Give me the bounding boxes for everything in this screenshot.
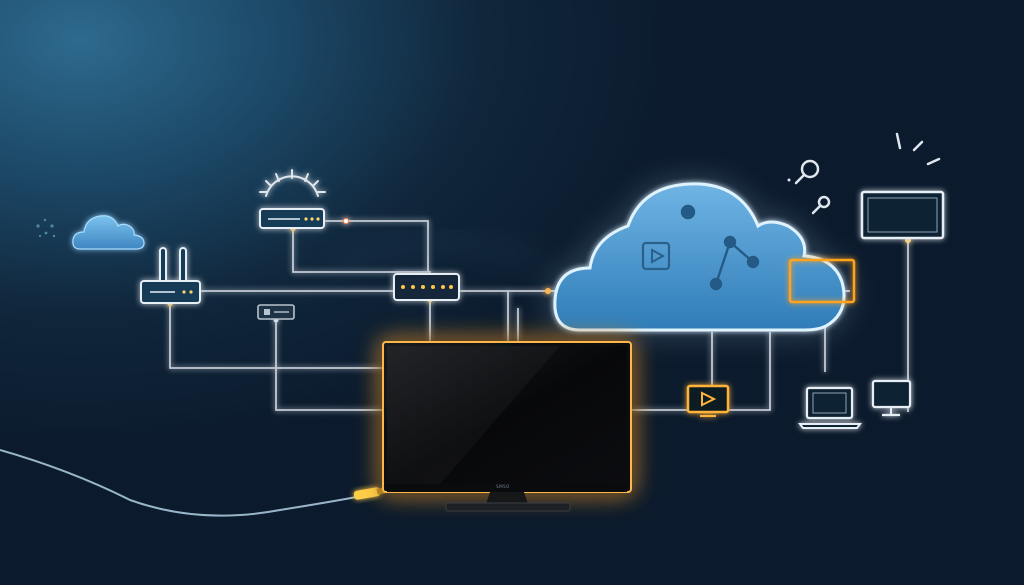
connection-dot	[344, 219, 348, 223]
connection-dot	[545, 288, 551, 294]
line-smallbox-down	[275, 320, 383, 411]
play-icon	[686, 384, 730, 417]
small-cloud-icon	[72, 215, 145, 250]
cloud-icon	[549, 178, 856, 335]
highlight-frame	[788, 258, 856, 304]
line-router-down	[169, 303, 383, 369]
television-icon	[382, 341, 632, 512]
network-switch-icon	[393, 273, 460, 301]
sparkle-dots-icon	[36, 218, 56, 238]
desktop-computer-icon	[871, 379, 912, 417]
line-modem-to-switch	[292, 228, 431, 274]
cable-icon	[0, 449, 386, 517]
tv-brand-label: SMSO	[496, 484, 510, 489]
signal-arc	[327, 237, 542, 275]
share-network-icon	[680, 204, 760, 291]
line-modem-right	[324, 220, 429, 272]
laptop-icon	[798, 386, 862, 429]
sun-rays-icon	[259, 169, 326, 197]
connection-lines	[169, 220, 909, 412]
monitor-icon	[860, 190, 945, 240]
router-icon	[140, 247, 201, 304]
network-adapter-icon	[257, 304, 295, 320]
modem-icon	[259, 208, 325, 229]
search-icon	[787, 159, 831, 215]
line-play-right	[728, 332, 771, 411]
play-icon	[641, 241, 671, 271]
signal-dashes-icon	[895, 132, 941, 166]
